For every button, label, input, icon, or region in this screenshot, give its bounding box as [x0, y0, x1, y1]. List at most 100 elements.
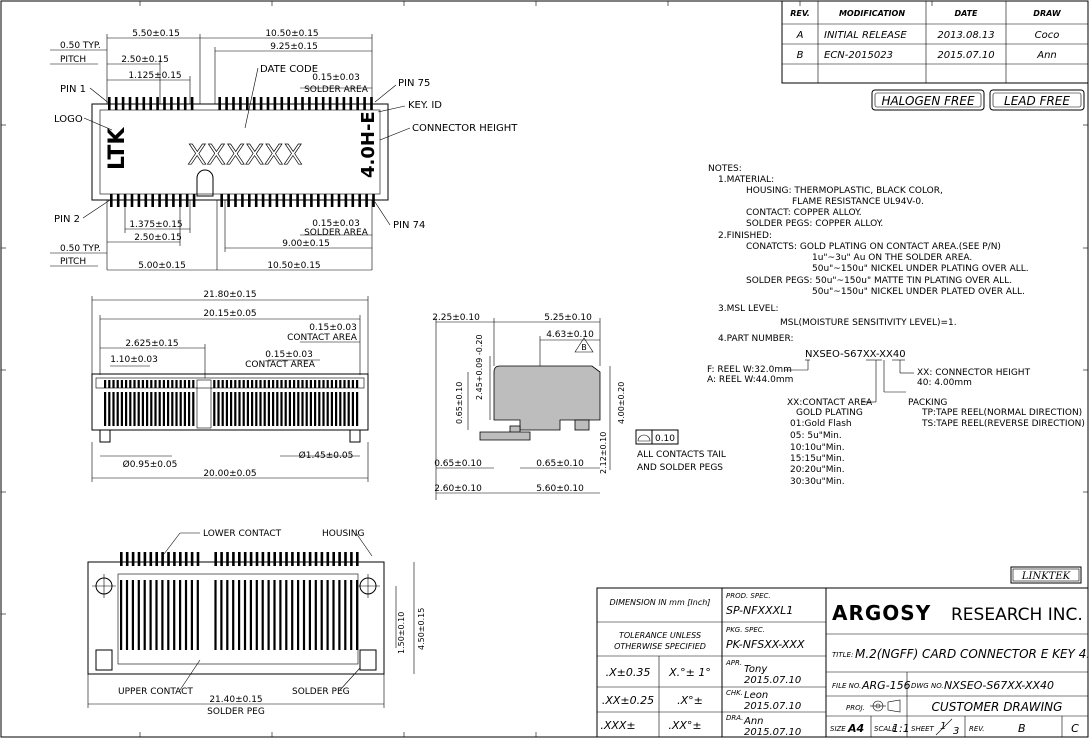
pkg-spec-label: PKG. SPEC.	[726, 626, 765, 634]
contact-pin	[104, 380, 107, 388]
contact-pin	[305, 380, 308, 388]
contact-pin	[213, 392, 216, 426]
notes-line-10: SOLDER PEGS: 50u"~150u" MATTE TIN PLATIN…	[746, 276, 1012, 286]
contact-pin	[156, 97, 159, 110]
contact-pin	[172, 194, 175, 207]
dim-dia-1-45: Ø1.45±0.05	[299, 450, 354, 461]
linktek-tag: LINKTEK	[1010, 566, 1082, 584]
contact-area-label-b: CONTACT AREA	[245, 360, 316, 370]
contact-pin	[322, 380, 325, 388]
dim-dia-0-95: Ø0.95±0.05	[123, 459, 178, 470]
contact-pin	[317, 194, 320, 207]
dim-1-375: 1.375±0.15	[129, 220, 182, 230]
projection-symbol-icon	[870, 699, 901, 713]
reel-f: F: REEL W:32.0mm	[707, 365, 792, 375]
rev-header-rev: REV.	[790, 9, 810, 18]
contact-pin	[337, 194, 341, 207]
contact-pin	[301, 380, 304, 388]
front-view-housing	[91, 373, 369, 431]
contact-pin	[190, 552, 194, 566]
contact-pin	[356, 552, 359, 566]
pitch-bottom-typ: 0.50 TYP.	[60, 244, 101, 254]
halogen-free-badge: HALOGEN FREE	[871, 89, 985, 111]
dim-0-15-top: 0.15±0.03	[312, 73, 360, 83]
contact-pin	[226, 580, 229, 650]
contact-pin	[372, 194, 375, 207]
pitch-bottom-label: PITCH	[60, 257, 86, 267]
contact-pin	[196, 580, 199, 650]
contact-pin	[125, 552, 129, 566]
contact-pin	[242, 380, 245, 388]
contact-pin	[326, 380, 329, 388]
dim-0-65-vertical: 0.65±0.10	[455, 382, 464, 424]
contact-pin	[308, 580, 311, 650]
dim-4-00: 4.00±0.20	[617, 382, 626, 424]
contact-pin	[268, 194, 272, 207]
contact-pin	[112, 392, 115, 426]
notes-line-4: CONTACT: COPPER ALLOY.	[746, 208, 862, 218]
contact-pin	[214, 580, 217, 650]
contact-pin	[308, 97, 311, 110]
contact-pin	[338, 552, 341, 566]
contact-pin	[227, 194, 230, 207]
contact-pin	[249, 552, 253, 566]
contact-pin	[280, 380, 283, 388]
solder-area-bottom: SOLDER AREA	[304, 228, 369, 238]
contact-pin	[275, 194, 279, 207]
contact-pin	[297, 392, 300, 426]
contact-pin	[190, 580, 193, 650]
tolerance-xxx-angular: .XX°±	[668, 719, 701, 732]
contact-pin	[155, 580, 158, 650]
tolerance-xx-angular: .X°±	[677, 694, 703, 707]
contact-pin	[165, 194, 168, 207]
approver-date: 2015.07.10	[744, 675, 801, 686]
contact-pin	[356, 97, 359, 110]
callout-pin-75: PIN 75	[398, 78, 430, 89]
dim-21-80: 21.80±0.15	[203, 290, 256, 300]
contact-pin	[273, 552, 276, 566]
callout-housing: HOUSING	[322, 529, 365, 539]
contact-pin	[232, 552, 235, 566]
contact-pin	[112, 380, 115, 388]
contact-pin	[351, 392, 354, 426]
contact-pin	[285, 552, 288, 566]
pitch-top-label: PITCH	[60, 55, 86, 65]
side-view: 2.25±0.10 5.25±0.10 4.63±0.10 2.45+0.09 …	[432, 313, 726, 500]
contact-pin	[162, 380, 165, 388]
contact-pin	[143, 580, 146, 650]
contact-pin	[254, 194, 258, 207]
dim-4-50: 4.50±0.15	[417, 608, 426, 650]
contact-pin	[146, 392, 149, 426]
drawing-title: M.2(NGFF) CARD CONNECTOR E KEY 4.0H	[855, 647, 1089, 661]
contact-pin	[158, 392, 161, 426]
tolerance-xx-linear: .XX±0.25	[602, 694, 654, 707]
contact-pin	[305, 392, 308, 426]
dim-0-15-bottom: 0.15±0.03	[312, 219, 360, 229]
contact-pin	[326, 392, 329, 426]
contact-pin	[259, 97, 263, 110]
contact-area-label: CONTACT AREA	[287, 333, 358, 343]
contact-pin	[179, 380, 182, 388]
dim-5-60: 5.60±0.10	[536, 484, 584, 494]
dim-2-45: 2.45+0.09 -0.20	[475, 334, 484, 400]
contact-pin	[320, 580, 323, 650]
contact-pin	[280, 392, 283, 426]
contact-pin	[315, 97, 318, 110]
contact-pin	[302, 580, 306, 650]
contact-pin	[276, 380, 279, 388]
callout-date-code: DATE CODE	[260, 64, 318, 75]
part-number-code: NXSEO-S67XX-XX40	[805, 349, 906, 360]
notes-line-0: NOTES:	[708, 164, 742, 174]
contact-pin	[171, 392, 174, 426]
notes-line-7: CONATCTS: GOLD PLATING ON CONTACT AREA.(…	[746, 242, 1001, 252]
contact-pin	[308, 552, 312, 566]
contact-pin	[155, 552, 158, 566]
contact-pin	[297, 380, 300, 388]
contact-pin	[335, 392, 338, 426]
contact-pin	[161, 580, 164, 650]
contact-pin	[322, 392, 325, 426]
contact-pin	[339, 380, 342, 388]
contact-pin	[137, 552, 141, 566]
rev-header-date: DATE	[955, 9, 979, 18]
